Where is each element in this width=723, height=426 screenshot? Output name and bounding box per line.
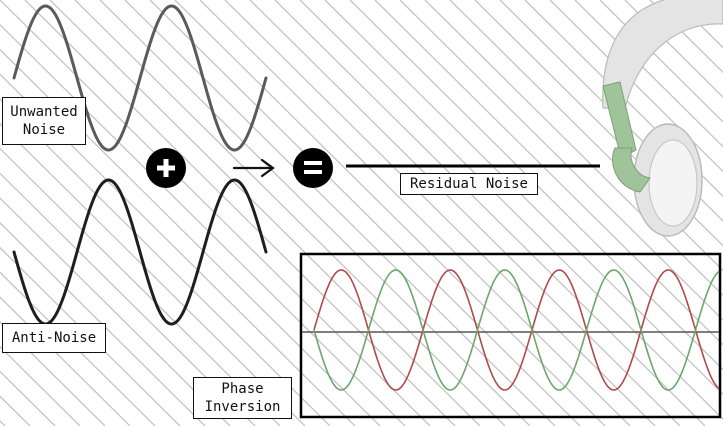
residual-noise-label: Residual Noise [400, 173, 538, 195]
background-stripe [0, 345, 81, 426]
background-stripe [0, 98, 331, 426]
phase-inversion-panel [299, 252, 722, 419]
background-stripe [0, 197, 231, 426]
background-stripe [24, 0, 456, 426]
phase-wave-red [313, 269, 720, 391]
background-stripe [0, 23, 406, 426]
background-stripe [249, 0, 681, 426]
background-stripe [0, 221, 206, 426]
background-stripe [0, 147, 281, 426]
headphones-icon [602, 0, 723, 237]
background-stripe [649, 0, 723, 74]
background-stripe [124, 0, 556, 426]
phase-inversion-label: Phase Inversion [193, 377, 292, 419]
plus-circle-icon [146, 148, 186, 188]
background-stripe [574, 0, 723, 148]
background-stripe [74, 0, 506, 426]
equals-circle-icon [293, 148, 333, 188]
background-stripe [0, 122, 306, 426]
background-stripe [174, 0, 606, 426]
background-stripe [524, 0, 723, 198]
phase-wave-green [313, 269, 720, 391]
background-stripe [499, 0, 723, 222]
background-stripe [49, 0, 481, 426]
background-stripe [349, 0, 723, 371]
background-stripe [0, 370, 56, 426]
background-stripe [0, 296, 131, 426]
background-stripe [0, 172, 256, 426]
background-stripe [0, 246, 181, 426]
background-stripe [299, 0, 723, 420]
anti-noise-label: Anti-Noise [2, 323, 106, 353]
background-stripe [374, 0, 723, 346]
background-stripe [399, 0, 723, 321]
unwanted-noise-label: Unwanted Noise [2, 97, 86, 145]
background-stripe [0, 73, 356, 426]
unwanted-noise-wave [12, 4, 268, 152]
background-stripe [199, 0, 631, 426]
background-stripe [0, 420, 6, 426]
background-stripe [324, 0, 723, 396]
background-stripe [0, 48, 381, 426]
background-stripe [224, 0, 656, 426]
background-stripe [624, 0, 723, 99]
background-stripe [599, 0, 723, 123]
background-stripe [149, 0, 581, 426]
arrow-right-icon [232, 158, 275, 178]
background-stripe [0, 321, 106, 426]
background-stripe [0, 271, 156, 426]
anti-noise-wave [12, 178, 268, 326]
background-stripe [99, 0, 531, 426]
